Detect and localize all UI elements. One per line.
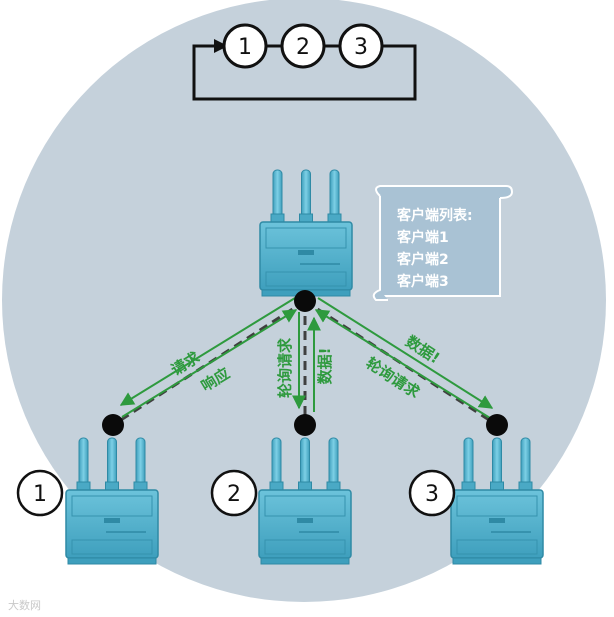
cycle-step-label: 1 [238,35,252,60]
client-device-2 [258,437,352,565]
client-node-1 [102,414,124,436]
client-badge-label: 3 [425,482,439,507]
network-nodes [102,290,508,436]
client-list-item: 客户端1 [396,229,449,246]
client-list-note: 客户端列表: 客户端1 客户端2 客户端3 [372,185,514,301]
client-badge-label: 2 [227,482,241,507]
message-arrows [119,297,494,419]
client-list-item: 客户端2 [396,251,449,268]
cycle-arrowhead [214,39,228,53]
client-list-item: 客户端3 [396,273,449,290]
client-list-title: 客户端列表: [396,207,473,224]
client-node-2 [294,414,316,436]
watermark: 大数网 [8,599,41,612]
polling-cycle: 1 2 3 [192,23,417,101]
connection-line-3 [304,299,498,427]
arrow-left-request [119,297,296,406]
client-badge-circle [210,469,258,517]
arrow-left-response [121,309,298,418]
cycle-step-circle [222,23,268,69]
ap-node [294,290,316,312]
cycle-loop-line [192,44,417,101]
client-device-1 [65,437,159,565]
connection-lines [112,299,498,427]
access-point-device [259,169,353,297]
cycle-step-label: 3 [354,35,368,60]
arrow-right-poll [317,297,494,409]
cycle-step-circle [338,23,384,69]
label-middle-poll: 轮询请求 [276,337,294,398]
client-badge-circle [16,469,64,517]
cycle-step-circle [280,23,326,69]
arrow-right-data [314,309,491,419]
connection-line-1 [112,299,306,427]
cycle-step-label: 2 [296,35,310,60]
client-badge-circle [408,469,456,517]
client-device-3 [450,437,544,565]
client-node-3 [486,414,508,436]
client-badges: 1 2 3 [16,469,456,517]
label-middle-data: 数据! [316,348,334,385]
client-badge-label: 1 [33,482,47,507]
